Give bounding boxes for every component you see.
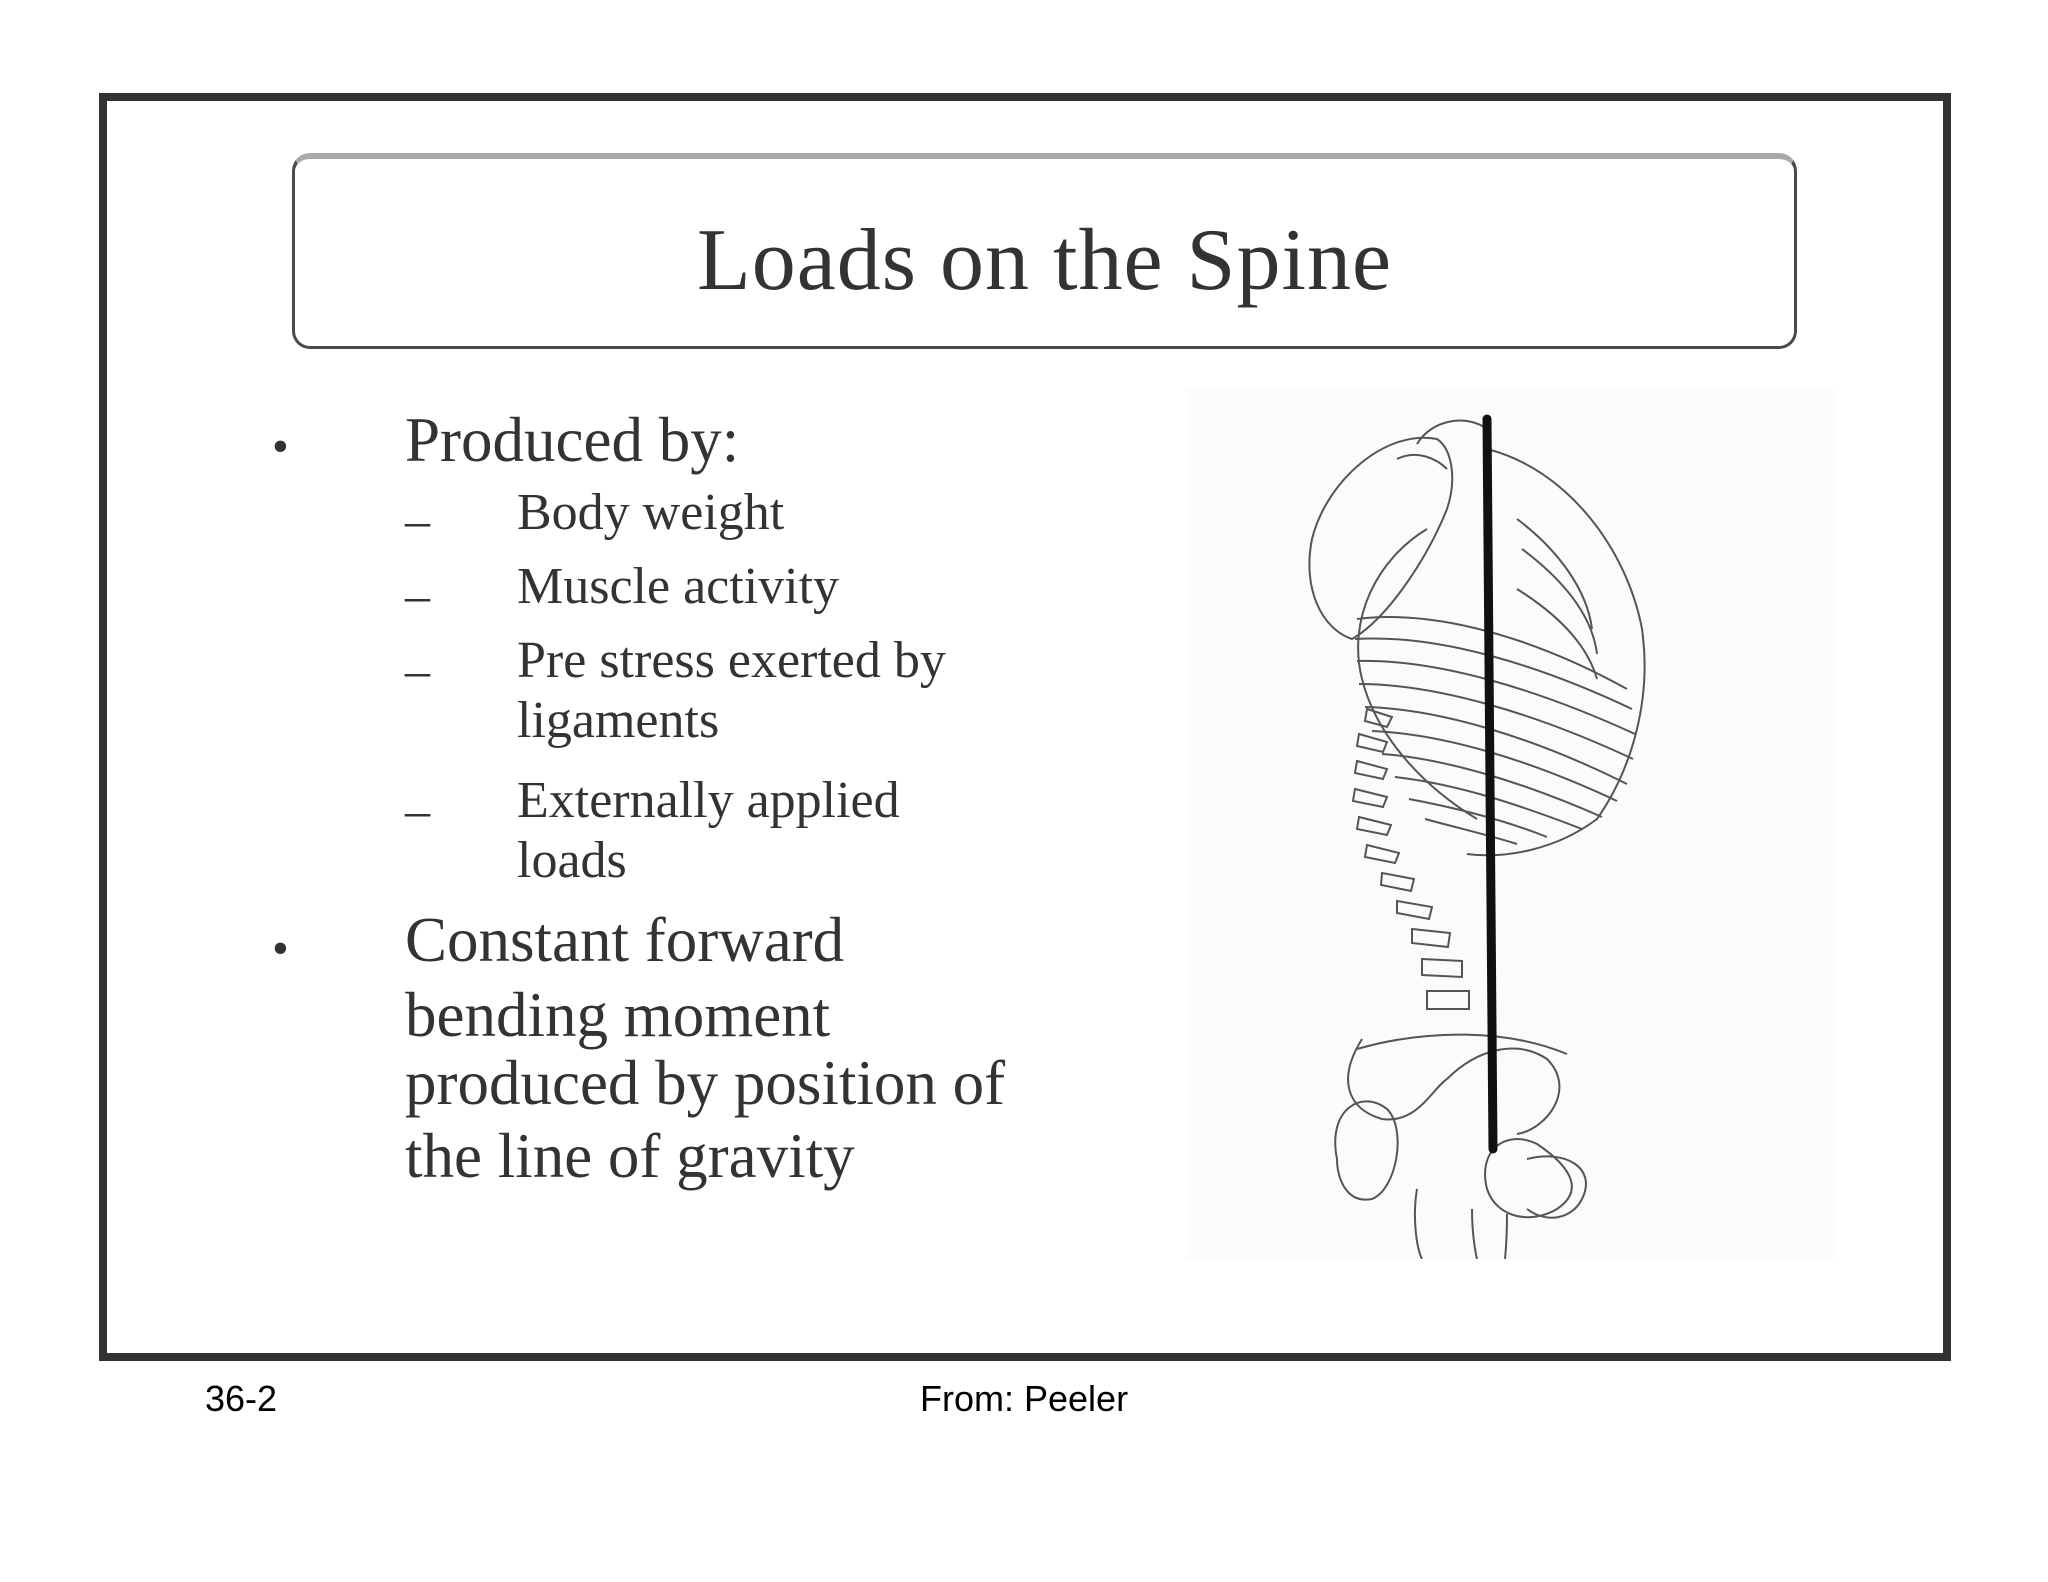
bullet-marker: • (272, 922, 289, 975)
dash-marker: – (405, 642, 430, 698)
bullet-forward-bending-line4: the line of gravity (405, 1121, 855, 1191)
sub-item-pre-stress-cont: ligaments (517, 692, 720, 749)
sub-item-pre-stress: Pre stress exerted by (517, 632, 946, 689)
bullet-forward-bending-line2: bending moment (405, 980, 831, 1050)
dash-marker: – (405, 782, 430, 838)
page-number: 36-2 (205, 1378, 278, 1419)
sub-item-muscle-activity: Muscle activity (517, 558, 840, 615)
sub-item-external-loads-cont: loads (517, 832, 627, 889)
bullet-produced-by: Produced by: (405, 405, 740, 475)
title-box: Loads on the Spine (292, 153, 1797, 349)
source-credit: From: Peeler (920, 1378, 1129, 1419)
slide-frame: Loads on the Spine • Produced by: – Body… (99, 93, 1951, 1361)
sub-item-body-weight: Body weight (517, 484, 785, 541)
slide-title: Loads on the Spine (696, 212, 1392, 309)
dash-marker: – (405, 567, 430, 623)
sub-item-external-loads: Externally applied (517, 772, 900, 829)
dash-marker: – (405, 492, 430, 548)
bullet-forward-bending-line1: Constant forward (405, 905, 845, 975)
bullet-marker: • (272, 420, 289, 473)
spine-skeleton-icon (1308, 414, 1646, 1260)
bullet-forward-bending-line3: produced by position of (405, 1048, 1006, 1118)
spine-skeleton-figure (1187, 389, 1835, 1260)
